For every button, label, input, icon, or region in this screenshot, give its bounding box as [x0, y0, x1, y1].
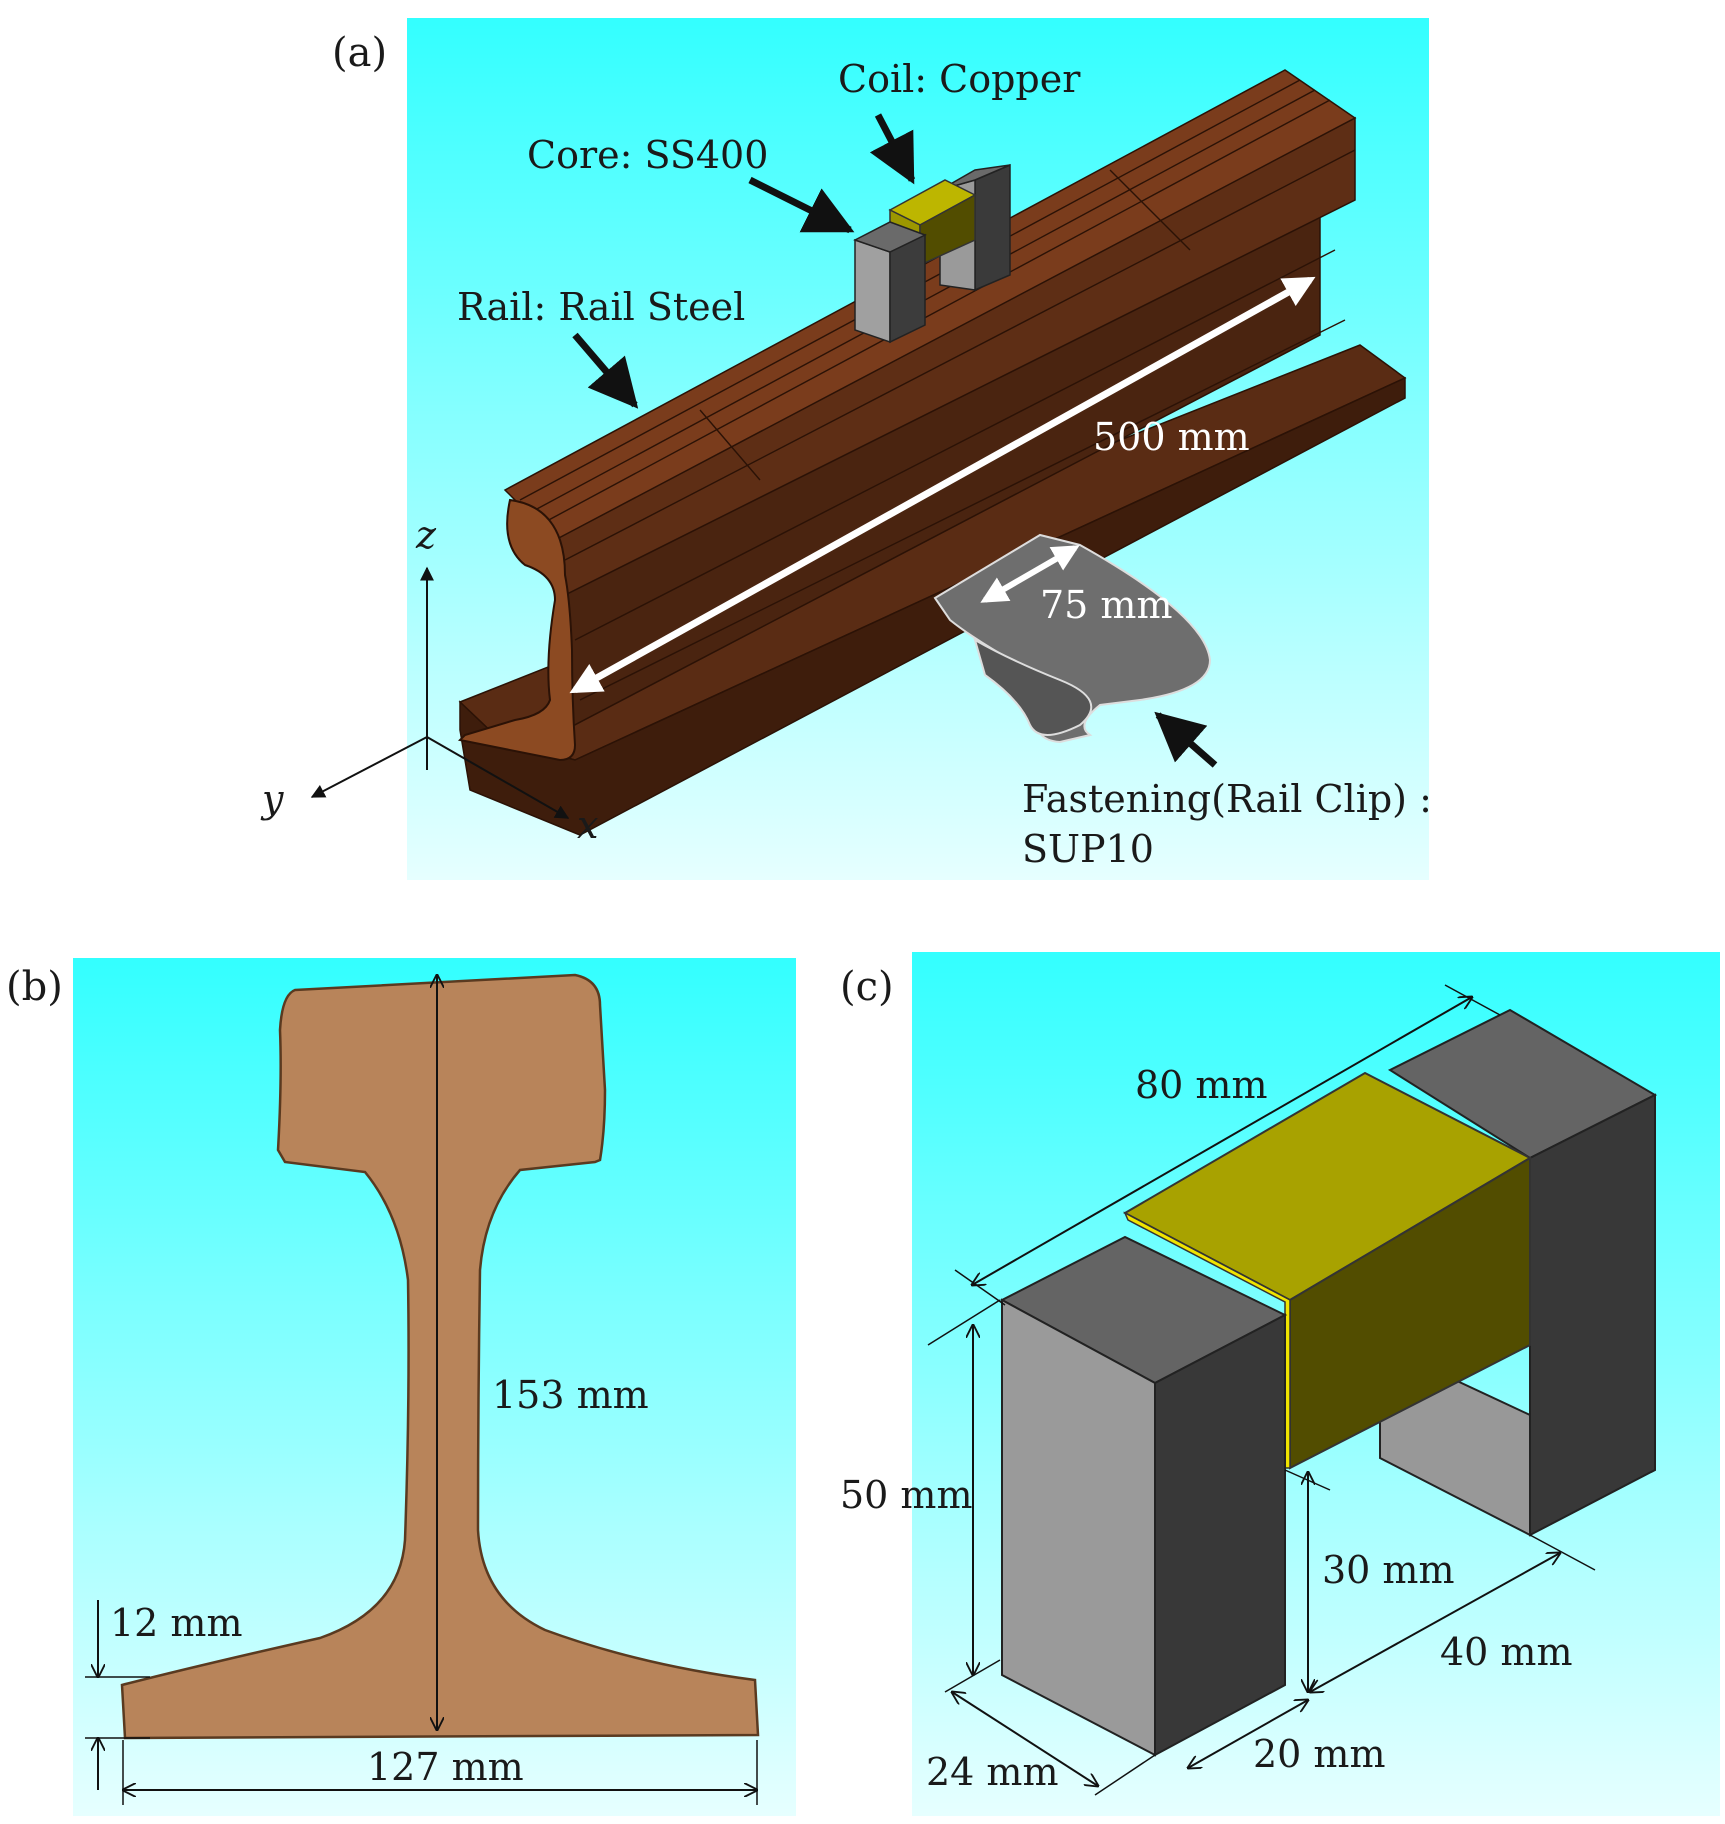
- core-leg-front-side: [889, 233, 926, 344]
- length-dimension-c: [972, 997, 1472, 1285]
- core-back-leg-side: [1529, 1093, 1656, 1537]
- gap-width-label: 20 mm: [1253, 1732, 1386, 1776]
- leg-width-ext: [1094, 1754, 1156, 1796]
- length-ext-right: [1444, 984, 1501, 1016]
- rail-label: Rail: Rail Steel: [457, 285, 745, 329]
- z-axis-label: z: [415, 513, 437, 557]
- core-leg-front-front: [854, 238, 891, 344]
- x-axis-label: x: [577, 803, 598, 847]
- fastening-label-line1: Fastening(Rail Clip) :: [1022, 777, 1432, 821]
- base-width-label: 127 mm: [367, 1745, 524, 1789]
- rail-end-section: [457, 498, 577, 762]
- panel-c: (c) 80 mm 50 mm 30 mm 40 mm: [840, 952, 1720, 1816]
- panel-b: (b) 153 mm 127 mm 12 mm: [6, 958, 796, 1816]
- panel-c-tag: (c): [840, 964, 894, 1010]
- fastening-pointer: [1154, 711, 1218, 768]
- y-axis: [310, 736, 428, 798]
- fastening-label-line2: SUP10: [1022, 827, 1154, 871]
- depth-label: 40 mm: [1440, 1630, 1573, 1674]
- length-dimension-arrow: [569, 276, 1316, 694]
- length-label-c: 80 mm: [1135, 1063, 1268, 1107]
- depth-ext: [1529, 1534, 1596, 1571]
- axis-triad: z y x: [260, 513, 598, 847]
- panel-a: (a): [260, 18, 1432, 880]
- length-ext-left: [954, 1269, 1006, 1306]
- gap-width-dimension: [1188, 1700, 1308, 1768]
- coil-label: Coil: Copper: [838, 57, 1081, 101]
- gap-height-ext: [1284, 1469, 1331, 1491]
- depth-dimension: [1310, 1553, 1560, 1692]
- core-pointer: [748, 176, 855, 234]
- panel-a-tag: (a): [332, 30, 387, 76]
- gap-height-label: 30 mm: [1322, 1548, 1455, 1592]
- core-leg-back-top: [939, 164, 1011, 191]
- clip-width-label: 75 mm: [1040, 583, 1173, 627]
- coil-pointer: [869, 113, 916, 185]
- y-axis-label: y: [260, 777, 284, 821]
- leg-width-dimension: [952, 1692, 1098, 1786]
- panel-b-tag: (b): [6, 964, 63, 1010]
- height-ext-top: [927, 1299, 1001, 1346]
- core-leg-back-side: [974, 163, 1011, 292]
- core-front-leg-side: [1154, 1313, 1286, 1757]
- core-label: Core: SS400: [527, 133, 768, 177]
- rail-pointer: [572, 332, 639, 409]
- height-label-c: 50 mm: [840, 1473, 973, 1517]
- leg-width-label: 24 mm: [926, 1750, 1059, 1794]
- core-leg-front-top: [853, 221, 927, 253]
- x-axis: [426, 736, 570, 819]
- clip-width-arrow: [980, 545, 1080, 603]
- height-label: 153 mm: [492, 1373, 649, 1417]
- foot-thickness-label: 12 mm: [110, 1601, 243, 1645]
- length-label: 500 mm: [1093, 415, 1250, 459]
